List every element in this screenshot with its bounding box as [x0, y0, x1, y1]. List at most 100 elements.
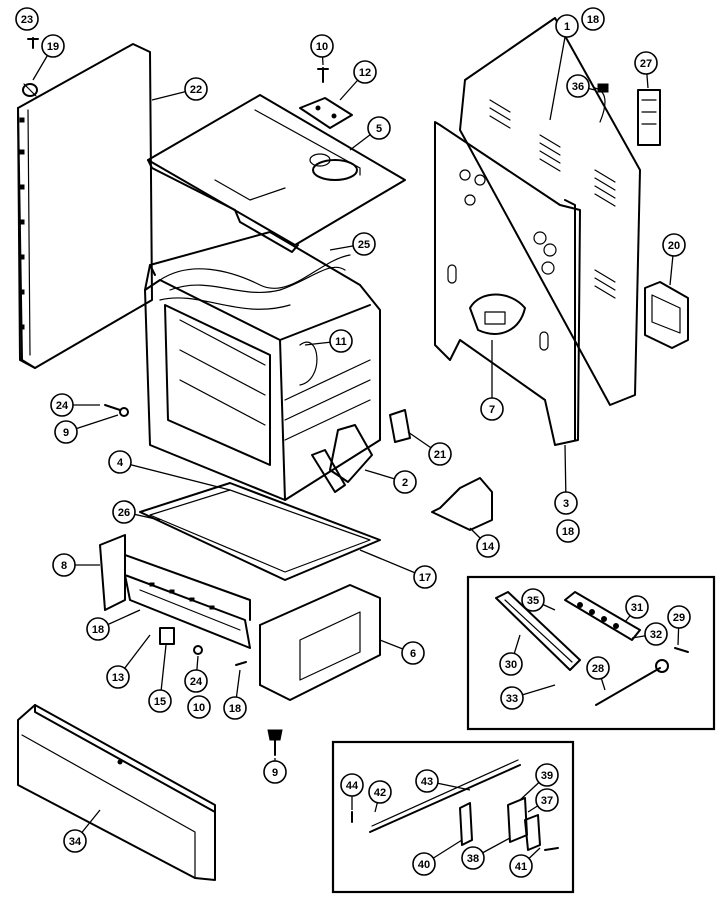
callout-c30: 30 [499, 652, 523, 676]
callout-number: 24 [190, 676, 203, 688]
callout-circle [401, 641, 425, 665]
callout-c37: 37 [535, 788, 559, 812]
callout-c35: 35 [521, 588, 545, 612]
callout-c18b: 18 [556, 519, 580, 543]
callout-number: 18 [92, 624, 104, 636]
callout-number: 27 [640, 58, 652, 70]
callout-number: 6 [410, 648, 416, 660]
callout-circle [586, 656, 610, 680]
screw-part [235, 661, 247, 666]
callout-circle [184, 77, 208, 101]
callout-c22: 22 [184, 77, 208, 101]
callout-circle [187, 695, 211, 719]
callout-c20: 20 [662, 233, 686, 257]
callout-c23: 23 [15, 7, 39, 31]
callout-number: 41 [515, 861, 527, 873]
callout-circle [521, 588, 545, 612]
callout-number: 5 [376, 123, 382, 135]
callout-c28: 28 [586, 656, 610, 680]
callout-number: 23 [21, 14, 33, 26]
callout-circle [415, 769, 439, 793]
callout-c18a: 18 [581, 7, 605, 31]
callout-circle [310, 34, 334, 58]
control-knob-shaft [595, 659, 669, 706]
drawer-frame [259, 584, 381, 701]
callout-circle [500, 686, 524, 710]
callout-number: 43 [421, 776, 433, 788]
callout-circle [353, 60, 377, 84]
callout-number: 31 [631, 602, 643, 614]
callout-c4: 4 [108, 450, 132, 474]
callout-number: 10 [193, 702, 205, 714]
callout-number: 7 [489, 404, 495, 416]
callout-number: 9 [63, 427, 69, 439]
bracket-part [389, 409, 411, 443]
latch-rod [369, 759, 521, 833]
screw-part [317, 67, 329, 83]
clip-part [22, 83, 38, 97]
callout-number: 19 [47, 41, 59, 53]
callout-c24a: 24 [50, 393, 74, 417]
callout-number: 35 [527, 595, 539, 607]
callout-c11: 11 [329, 329, 353, 353]
front-frame [99, 534, 251, 649]
callout-circle [509, 854, 533, 878]
callout-circle [41, 34, 65, 58]
callout-c40: 40 [412, 852, 436, 876]
callout-circle [368, 780, 392, 804]
callout-circle [15, 7, 39, 31]
callout-circle [413, 565, 437, 589]
bottom-panel [139, 482, 381, 581]
callout-number: 44 [346, 780, 359, 792]
callout-c6: 6 [401, 641, 425, 665]
wire-harness [594, 83, 609, 123]
hinge-part [311, 424, 373, 493]
callout-number: 20 [668, 240, 680, 252]
callout-c1: 1 [555, 14, 579, 38]
callout-circle [63, 829, 87, 853]
inset-box-door-latch [331, 740, 575, 894]
callout-circle [555, 14, 579, 38]
callout-number: 3 [563, 498, 569, 510]
callout-number: 4 [117, 457, 124, 469]
infinite-switch-bank [564, 591, 641, 641]
callout-number: 30 [505, 659, 517, 671]
callout-c26: 26 [112, 500, 136, 524]
callout-circle [554, 491, 578, 515]
leveling-leg [267, 729, 283, 756]
callout-c9a: 9 [54, 420, 78, 444]
clip-part [193, 645, 203, 655]
screw-part [104, 404, 129, 417]
callout-number: 34 [69, 836, 82, 848]
callout-c13: 13 [106, 665, 130, 689]
callout-circle [566, 74, 590, 98]
callout-c10b: 10 [187, 695, 211, 719]
callout-number: 8 [61, 560, 67, 572]
bracket-part [299, 97, 353, 129]
callout-circle [340, 773, 364, 797]
callout-circle [108, 450, 132, 474]
callout-c14: 14 [476, 534, 500, 558]
callout-circle [329, 329, 353, 353]
callout-circle [112, 500, 136, 524]
side-panel [17, 43, 153, 369]
callout-c12: 12 [353, 60, 377, 84]
callout-leader [119, 461, 231, 491]
callout-circle [263, 760, 287, 784]
callout-circle [50, 393, 74, 417]
callout-circle [625, 595, 649, 619]
callout-c24b: 24 [184, 669, 208, 693]
callout-c5: 5 [367, 116, 391, 140]
callout-number: 11 [335, 336, 347, 348]
callout-c18d: 18 [223, 696, 247, 720]
latch-spring [524, 814, 541, 851]
callout-circle [499, 652, 523, 676]
callout-number: 29 [673, 612, 685, 624]
callout-c31: 31 [625, 595, 649, 619]
top-panel [147, 94, 406, 253]
callout-c3: 3 [554, 491, 578, 515]
callout-number: 33 [506, 693, 518, 705]
callout-c44: 44 [340, 773, 364, 797]
screw-part [27, 37, 39, 49]
callout-number: 39 [541, 770, 553, 782]
